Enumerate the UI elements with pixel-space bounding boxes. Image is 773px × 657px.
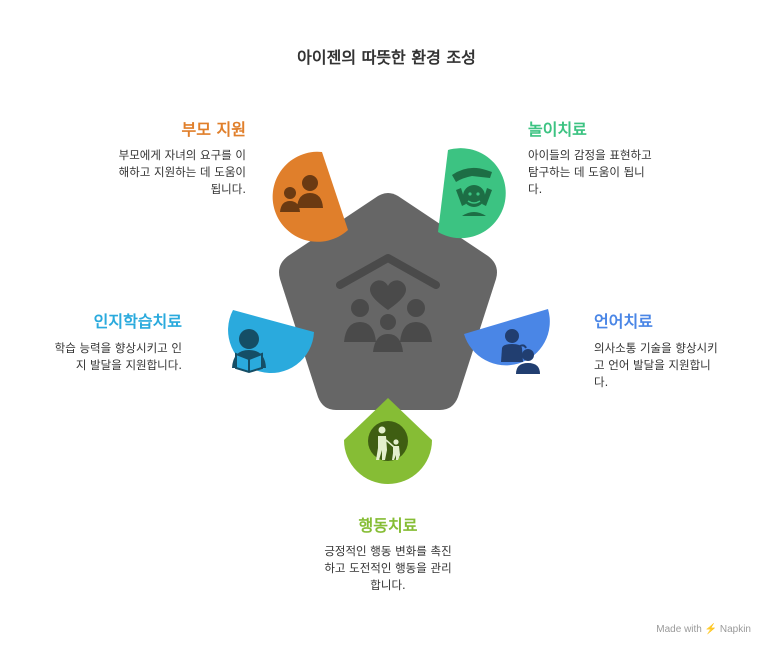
- napkin-watermark: Made with ⚡ Napkin: [656, 624, 751, 635]
- behavior-therapy-badge: [344, 398, 432, 484]
- play-description: 아이들의 감정을 표현하고 탐구하는 데 도움이 됩니 다.: [528, 148, 652, 196]
- speech-heading: 언어치료: [594, 312, 653, 331]
- hand-over-child-icon: [452, 167, 492, 216]
- speech-therapy-badge: [464, 309, 550, 374]
- cognitive-heading: 인지학습치료: [93, 312, 182, 331]
- speech-description: 의사소통 기술을 향상시키 고 언어 발달을 지원합니 다.: [594, 341, 718, 389]
- parent-heading: 부모 지원: [181, 120, 246, 139]
- play-therapy-badge: [438, 148, 506, 239]
- adult-walking-child-icon: [368, 421, 408, 461]
- parent-description: 부모에게 자녀의 요구를 이 해하고 지원하는 데 도움이 됩니다.: [118, 148, 246, 196]
- child-reading-icon: [232, 329, 266, 374]
- parent-child-icon: [280, 175, 323, 212]
- page-title: 아이젠의 따뜻한 환경 조성: [297, 48, 476, 67]
- family-home-icon: [336, 254, 440, 352]
- cognitive-therapy-badge: [228, 310, 314, 374]
- play-heading: 놀이치료: [528, 120, 587, 139]
- behavior-heading: 행동치료: [358, 516, 418, 535]
- behavior-description: 긍정적인 행동 변화를 촉진 하고 도전적인 행동을 관리 합니다.: [324, 544, 452, 592]
- cognitive-description: 학습 능력을 향상시키고 인 지 발달을 지원합니다.: [54, 341, 182, 372]
- speaking-people-icon: [501, 329, 540, 374]
- parent-support-badge: [272, 151, 348, 242]
